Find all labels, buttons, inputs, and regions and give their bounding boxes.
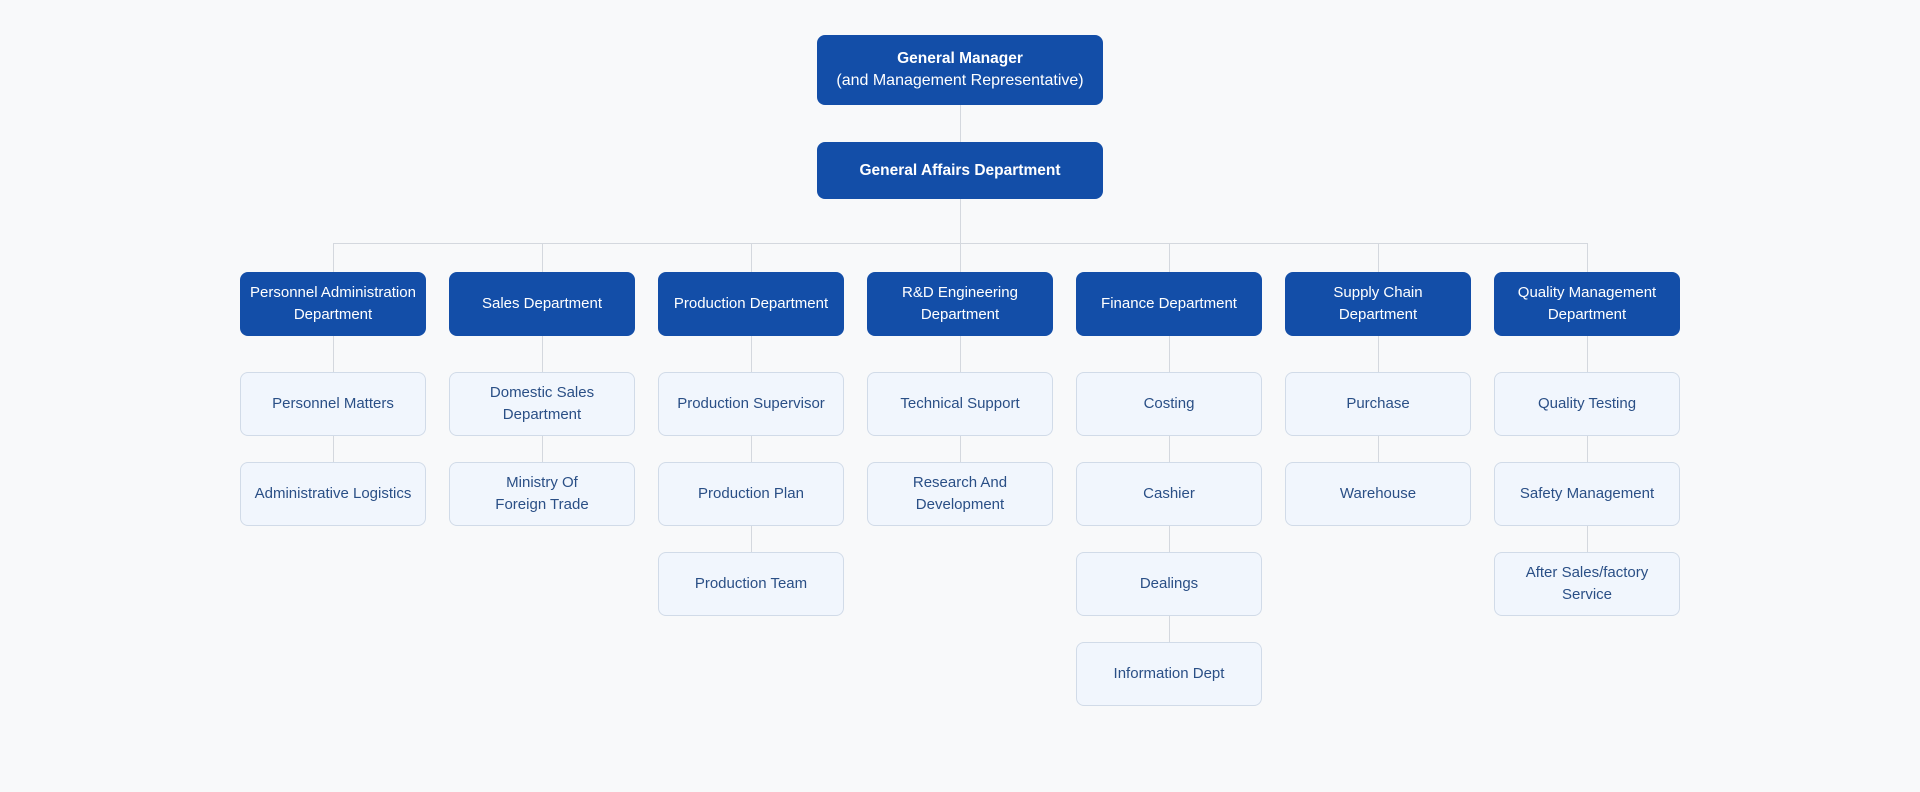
unit-box: Production Plan <box>658 462 844 526</box>
unit-label: After Sales/factory Service <box>1525 564 1649 603</box>
general-affairs-box: General Affairs Department <box>817 142 1103 199</box>
general-manager-subtitle: (and Management Representative) <box>836 72 1084 89</box>
unit-label: Costing <box>1143 395 1195 412</box>
unit-label: Quality Testing <box>1537 395 1637 412</box>
department-label: Production Department <box>673 295 829 312</box>
unit-label: Research And Development <box>912 474 1008 513</box>
department-label: Quality Management Department <box>1517 284 1657 323</box>
unit-box: Production Supervisor <box>658 372 844 436</box>
general-affairs-label: General Affairs Department <box>859 161 1061 179</box>
unit-box: Warehouse <box>1285 462 1471 526</box>
unit-box: Quality Testing <box>1494 372 1680 436</box>
department-box: Quality Management Department <box>1494 272 1680 336</box>
department-box: Sales Department <box>449 272 635 336</box>
unit-box: Purchase <box>1285 372 1471 436</box>
unit-label: Information Dept <box>1113 665 1225 682</box>
department-label: R&D Engineering Department <box>902 284 1018 323</box>
unit-label: Ministry Of Foreign Trade <box>495 474 589 513</box>
department-box: R&D Engineering Department <box>867 272 1053 336</box>
unit-box: Information Dept <box>1076 642 1262 706</box>
unit-box: Dealings <box>1076 552 1262 616</box>
department-box: Personnel Administration Department <box>240 272 426 336</box>
unit-label: Domestic Sales Department <box>489 384 595 423</box>
unit-label: Dealings <box>1139 575 1199 592</box>
unit-label: Administrative Logistics <box>254 485 412 502</box>
unit-label: Production Supervisor <box>677 395 825 412</box>
unit-box: Personnel Matters <box>240 372 426 436</box>
department-box: Supply Chain Department <box>1285 272 1471 336</box>
unit-box: Cashier <box>1076 462 1262 526</box>
unit-box: Research And Development <box>867 462 1053 526</box>
general-manager-title: General Manager <box>897 50 1023 67</box>
unit-box: Costing <box>1076 372 1262 436</box>
department-box: Finance Department <box>1076 272 1262 336</box>
unit-label: Warehouse <box>1339 485 1417 502</box>
unit-label: Safety Management <box>1519 485 1655 502</box>
unit-box: Safety Management <box>1494 462 1680 526</box>
unit-label: Production Team <box>694 575 808 592</box>
unit-label: Purchase <box>1346 395 1410 412</box>
unit-label: Production Plan <box>698 485 804 502</box>
unit-box: Domestic Sales Department <box>449 372 635 436</box>
unit-box: Technical Support <box>867 372 1053 436</box>
department-label: Finance Department <box>1101 295 1237 312</box>
unit-box: After Sales/factory Service <box>1494 552 1680 616</box>
unit-label: Cashier <box>1143 485 1195 502</box>
unit-box: Ministry Of Foreign Trade <box>449 462 635 526</box>
department-label: Sales Department <box>481 295 603 312</box>
department-label: Supply Chain Department <box>1333 284 1423 323</box>
department-label: Personnel Administration Department <box>250 284 416 323</box>
unit-label: Technical Support <box>900 395 1020 412</box>
unit-box: Production Team <box>658 552 844 616</box>
department-box: Production Department <box>658 272 844 336</box>
unit-box: Administrative Logistics <box>240 462 426 526</box>
general-manager-box: General Manager (and Management Represen… <box>817 35 1103 105</box>
unit-label: Personnel Matters <box>272 395 394 412</box>
